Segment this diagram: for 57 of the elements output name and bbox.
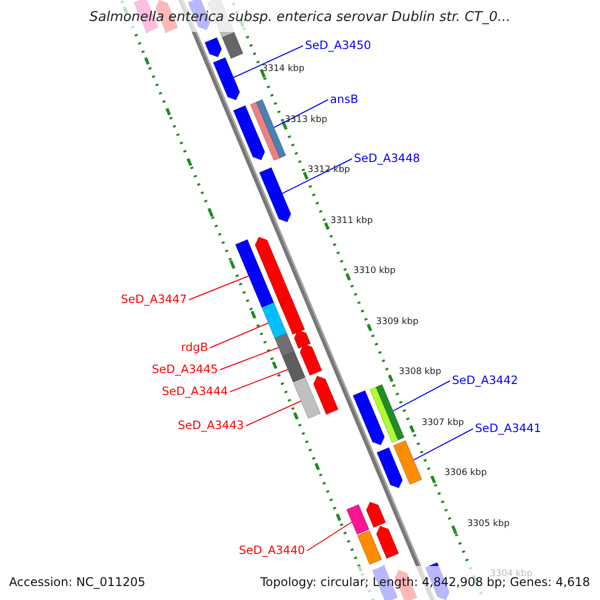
gene-bar xyxy=(282,351,306,383)
gene-label: SeD_A3445 xyxy=(152,364,218,376)
gene-bar xyxy=(274,333,295,357)
gene-label: SeD_A3443 xyxy=(178,420,244,432)
gene-label: SeD_A3442 xyxy=(452,375,518,386)
gene-bar xyxy=(235,239,274,308)
footer-text: Topology: circular; Length: 4,842,908 bp; Genes: 4,618 xyxy=(260,576,590,588)
gene-bar xyxy=(370,384,405,443)
scale-label: 3314 kbp xyxy=(262,65,304,74)
gene-bar xyxy=(280,298,306,335)
leader-line xyxy=(392,380,450,412)
scale-label: 3310 kbp xyxy=(353,267,396,276)
gene-bar xyxy=(376,526,400,559)
leader-line xyxy=(188,276,250,300)
scale-label: 3311 kbp xyxy=(330,216,373,226)
leader-line xyxy=(230,369,288,392)
scale-label: 3307 kbp xyxy=(422,418,464,428)
gene-label: SeD_A3447 xyxy=(120,294,187,306)
gene-bar xyxy=(393,440,422,485)
gene-bar xyxy=(204,37,222,58)
scale-label: 3305 kbp xyxy=(467,520,510,528)
gene-label: SeD_A3441 xyxy=(475,423,542,434)
gene-label: SeD_A3444 xyxy=(162,386,228,398)
gene-label: SeD_A3450 xyxy=(305,40,372,52)
gene-bar xyxy=(222,32,244,59)
gene-bar xyxy=(357,530,382,565)
gene-label: SeD_A3448 xyxy=(354,153,420,164)
leader-line xyxy=(274,99,328,128)
gene-bar xyxy=(352,390,385,446)
leader-line xyxy=(413,428,474,460)
gene-bar xyxy=(366,502,386,528)
gene-label: ansB xyxy=(330,94,358,106)
gene-bar xyxy=(259,167,292,222)
leader-line xyxy=(306,522,352,552)
gene-label: rdgB xyxy=(180,342,208,354)
gene-bar xyxy=(212,57,240,100)
leader-line xyxy=(282,158,352,194)
title: Salmonella enterica subsp. enterica serovar Dublin str. CT_0... xyxy=(88,11,512,24)
gene-bar xyxy=(250,99,286,161)
gene-bar xyxy=(294,330,311,349)
footer-text: Accession: NC_011205 xyxy=(9,576,146,588)
scale-label: 3306 kbp xyxy=(444,469,487,478)
gene-bar xyxy=(376,447,403,488)
leader-line xyxy=(246,400,302,426)
leader-line xyxy=(233,45,304,78)
gene-bar xyxy=(261,302,288,339)
leader-line xyxy=(210,322,269,348)
leader-line xyxy=(220,347,280,370)
gene-bar xyxy=(254,236,294,308)
scale-label: 3308 kbp xyxy=(398,368,442,377)
gene-bar xyxy=(233,105,266,160)
gene-bar xyxy=(313,376,339,415)
gene-bar xyxy=(346,504,370,535)
gene-bar xyxy=(293,378,321,419)
scale-label: 3312 kbp xyxy=(308,166,350,175)
scale-label: 3309 kbp xyxy=(376,318,418,326)
gene-label: SeD_A3440 xyxy=(238,545,305,556)
